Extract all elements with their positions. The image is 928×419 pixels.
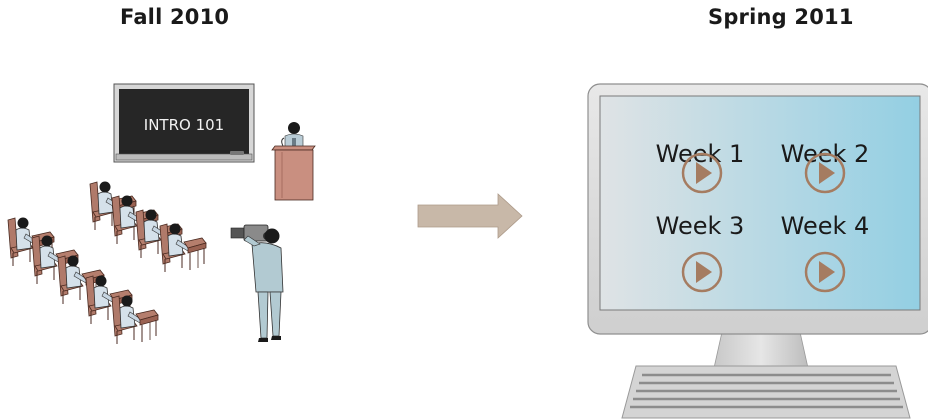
video-tile-week-1[interactable]: Week 1 — [656, 140, 745, 194]
students-front-row — [7, 217, 159, 345]
computer-illustration: Week 1 Week 2 Week 3 — [587, 83, 928, 419]
camera-operator — [230, 224, 284, 342]
play-icon[interactable] — [681, 251, 723, 293]
student — [111, 295, 159, 345]
instructor-podium — [271, 122, 316, 201]
transition-arrow — [417, 193, 523, 239]
play-icon[interactable] — [681, 152, 723, 194]
video-tile-week-4[interactable]: Week 4 — [781, 212, 870, 293]
keyboard — [621, 365, 911, 419]
week-3-label: Week 3 — [656, 212, 745, 240]
classroom-illustration: INTRO 101 — [7, 83, 316, 345]
monitor-stand — [713, 331, 809, 369]
spring-2011-title: Spring 2011 — [708, 5, 854, 29]
blackboard: INTRO 101 — [113, 83, 255, 163]
video-tile-week-2[interactable]: Week 2 — [781, 140, 870, 194]
play-icon[interactable] — [804, 152, 846, 194]
fall-2010-title: Fall 2010 — [120, 5, 230, 29]
monitor-screen — [599, 95, 921, 311]
students-back-row — [89, 181, 207, 273]
video-tile-week-3[interactable]: Week 3 — [656, 212, 745, 293]
student — [159, 223, 207, 273]
blackboard-text: INTRO 101 — [144, 116, 224, 134]
week-4-label: Week 4 — [781, 212, 870, 240]
play-icon[interactable] — [804, 251, 846, 293]
